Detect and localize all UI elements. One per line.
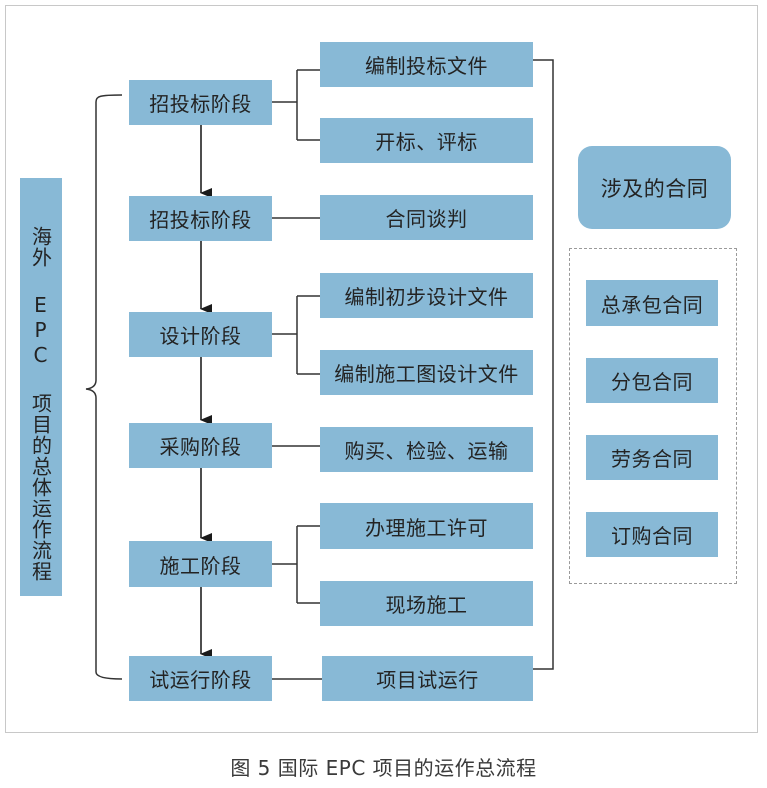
figure-caption: 图 5 国际 EPC 项目的运作总流程 xyxy=(230,756,537,780)
stage-bidding-1: 招投标阶段 xyxy=(129,80,272,125)
activity-construction-permit: 办理施工许可 xyxy=(320,503,533,549)
left-brace xyxy=(85,94,123,680)
stage-trial-run: 试运行阶段 xyxy=(129,656,272,701)
activity-purchase-inspect-transport: 购买、检验、运输 xyxy=(320,427,533,472)
connector-stage5 xyxy=(272,525,320,604)
activity-preliminary-design-documents: 编制初步设计文件 xyxy=(320,273,533,318)
contract-purchase-order: 订购合同 xyxy=(586,512,718,557)
right-bracket xyxy=(533,59,554,670)
stage-procurement: 采购阶段 xyxy=(129,423,272,468)
stage-construction: 施工阶段 xyxy=(129,541,272,587)
contract-general: 总承包合同 xyxy=(586,280,718,326)
contract-labor: 劳务合同 xyxy=(586,435,718,480)
stage-bidding-2: 招投标阶段 xyxy=(129,196,272,241)
contracts-group xyxy=(569,248,737,584)
connector-stage3 xyxy=(272,295,320,375)
stage-design: 设计阶段 xyxy=(129,312,272,357)
contracts-header-box: 涉及的合同 xyxy=(578,146,731,229)
activity-construction-drawing-design: 编制施工图设计文件 xyxy=(320,350,533,395)
activity-bid-opening-evaluation: 开标、评标 xyxy=(320,118,533,163)
activity-site-construction: 现场施工 xyxy=(320,581,533,626)
activity-prepare-bid-documents: 编制投标文件 xyxy=(320,42,533,87)
root-process-label: 海外 EPC 项目的总体运作流程 xyxy=(28,226,53,582)
contract-subcontract: 分包合同 xyxy=(586,358,718,403)
activity-project-trial-run: 项目试运行 xyxy=(322,656,533,701)
connector-stage1 xyxy=(272,69,320,141)
activity-contract-negotiation: 合同谈判 xyxy=(320,195,533,240)
root-process-box: 海外 EPC 项目的总体运作流程 xyxy=(20,178,62,596)
